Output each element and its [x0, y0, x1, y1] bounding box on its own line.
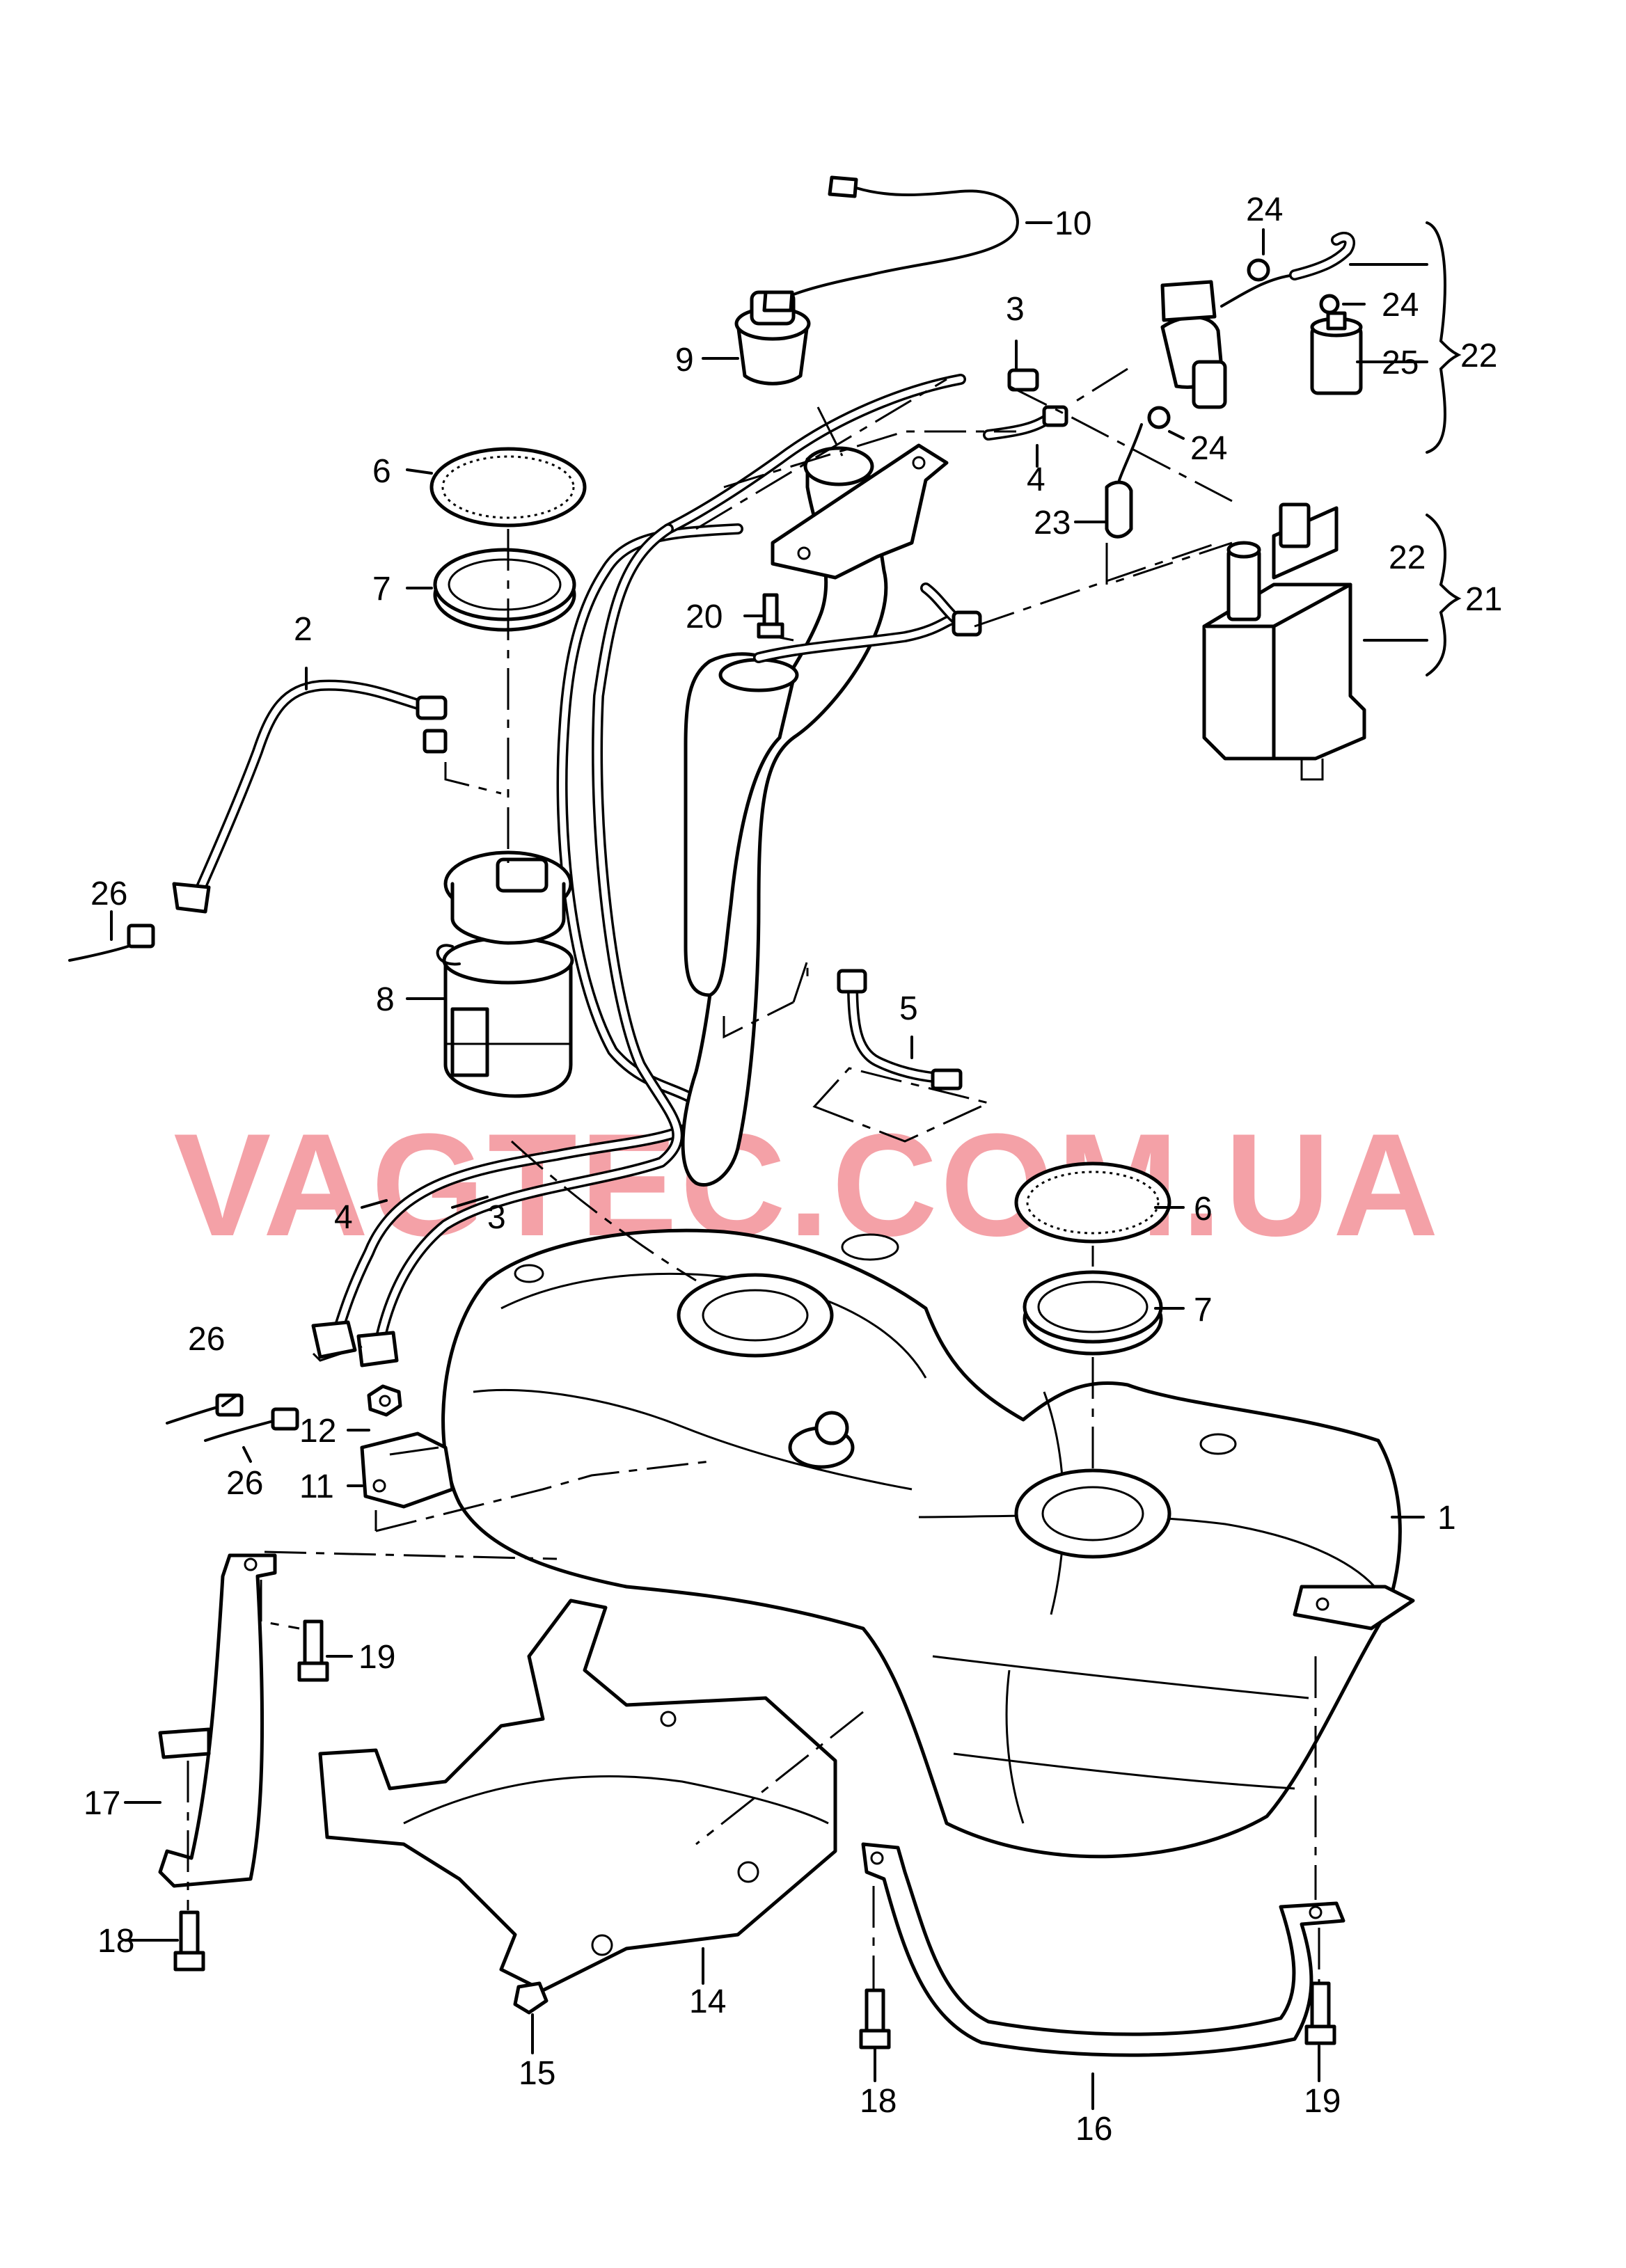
bolt-19-right[interactable] — [1304, 1981, 1336, 2045]
heat-shield[interactable] — [318, 1599, 837, 1992]
locking-ring-lower[interactable] — [1014, 1161, 1171, 1244]
retaining-bracket[interactable] — [360, 1432, 455, 1509]
callout-7: 7 — [372, 571, 391, 608]
callout-12: 12 — [299, 1413, 336, 1450]
callout-2: 2 — [294, 611, 313, 648]
callout-8: 8 — [376, 981, 395, 1018]
callout-26: 26 — [226, 1465, 263, 1502]
callout-24: 24 — [1382, 287, 1419, 324]
fuel-supply-line[interactable] — [172, 679, 448, 914]
connector-26-low[interactable] — [204, 1407, 299, 1442]
watermark: VAGTEC.COM.UA — [173, 1103, 1441, 1267]
clamp-24-low[interactable] — [1147, 406, 1171, 429]
callout-6: 6 — [372, 453, 391, 490]
callout-6: 6 — [1194, 1191, 1213, 1228]
bolt-18-right[interactable] — [859, 1988, 891, 2049]
callout-25: 25 — [1382, 344, 1419, 381]
purge-valve[interactable] — [1160, 232, 1355, 409]
seal-ring-upper[interactable] — [433, 548, 576, 632]
wiring-harness[interactable] — [762, 175, 1019, 312]
seal-ring-lower[interactable] — [1023, 1270, 1163, 1356]
callout-labels: 1 2 3 3 4 4 5 6 6 7 7 8 9 10 11 12 14 15… — [84, 191, 1502, 2148]
callout-22: 22 — [1460, 338, 1497, 374]
callout-18: 18 — [97, 1923, 134, 1960]
connector-26-mid[interactable] — [166, 1393, 244, 1425]
assembly-lines — [187, 367, 1320, 1990]
clamp-24-top[interactable] — [1247, 258, 1270, 282]
charcoal-canister[interactable] — [1202, 502, 1366, 781]
hose-23[interactable] — [1105, 423, 1143, 539]
clamp-24-mid[interactable] — [1319, 294, 1340, 315]
callout-19: 19 — [358, 1639, 395, 1676]
callout-26: 26 — [188, 1321, 225, 1358]
callout-3: 3 — [1006, 291, 1025, 328]
callout-14: 14 — [689, 1983, 726, 2020]
locking-ring-upper[interactable] — [429, 447, 587, 528]
connector-26-top[interactable] — [68, 923, 155, 962]
tank-strap-right[interactable] — [861, 1842, 1345, 2057]
leader-lines — [110, 221, 1462, 2110]
fuel-tank[interactable] — [441, 1228, 1415, 1859]
callout-7: 7 — [1194, 1292, 1213, 1329]
filter-25[interactable] — [1310, 311, 1363, 395]
callout-16: 16 — [1075, 2111, 1112, 2148]
callout-4: 4 — [334, 1199, 353, 1236]
tank-strap-left[interactable] — [158, 1553, 277, 1888]
filler-neck[interactable] — [681, 443, 982, 1187]
callout-20: 20 — [686, 598, 723, 635]
clip-nut[interactable] — [513, 1981, 548, 2015]
callout-24: 24 — [1246, 191, 1283, 228]
callout-26: 26 — [90, 875, 127, 912]
callout-15: 15 — [519, 2055, 555, 2092]
fuel-line-short[interactable] — [837, 969, 963, 1091]
callout-23: 23 — [1034, 505, 1071, 541]
fuel-line-return[interactable] — [311, 368, 1068, 1367]
callout-21: 21 — [1465, 581, 1502, 618]
fuel-pump-module[interactable] — [436, 850, 574, 1098]
callout-22: 22 — [1389, 539, 1426, 576]
callout-18: 18 — [860, 2083, 897, 2120]
hex-nut[interactable] — [367, 1384, 402, 1417]
callout-10: 10 — [1055, 205, 1091, 242]
bolt-19-left[interactable] — [297, 1619, 329, 1682]
callout-4: 4 — [1027, 461, 1045, 498]
bolt-18-left[interactable] — [173, 1910, 205, 1972]
callout-1: 1 — [1437, 1500, 1456, 1537]
callout-11: 11 — [299, 1468, 334, 1505]
callout-19: 19 — [1304, 2083, 1341, 2120]
callout-5: 5 — [899, 990, 918, 1027]
callout-9: 9 — [675, 342, 694, 379]
callout-24: 24 — [1190, 430, 1227, 467]
bolt-20[interactable] — [757, 593, 784, 639]
callout-17: 17 — [84, 1785, 120, 1822]
callout-3: 3 — [487, 1199, 506, 1236]
